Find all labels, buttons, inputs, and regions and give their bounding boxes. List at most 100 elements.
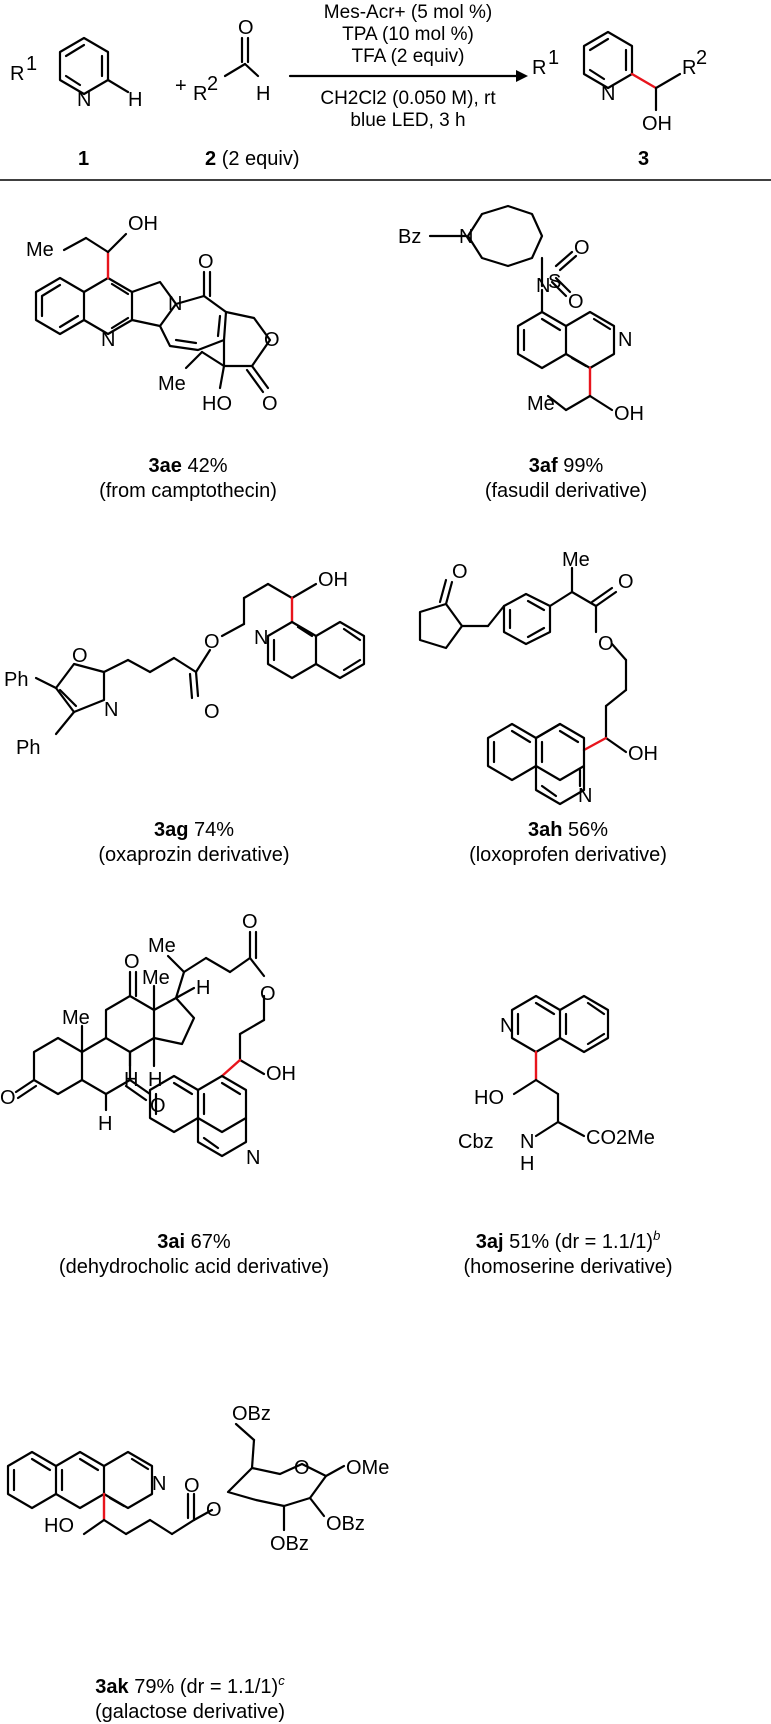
caption-3af-yield: 3af 99%: [529, 455, 604, 477]
svg-text:R: R: [532, 57, 546, 79]
svg-text:O: O: [204, 631, 220, 653]
svg-text:H: H: [98, 1113, 112, 1135]
structure-3ak: HO N O O O OBz OMe OBz OBz: [6, 1403, 389, 1555]
svg-text:O: O: [242, 911, 258, 933]
svg-text:N: N: [459, 226, 473, 248]
svg-text:OBz: OBz: [270, 1533, 309, 1555]
svg-text:N: N: [101, 329, 115, 351]
structure-3ae: Me OH N N O O O Me HO: [26, 213, 280, 415]
svg-text:R: R: [682, 57, 696, 79]
svg-text:H: H: [196, 977, 210, 999]
svg-text:N: N: [246, 1147, 260, 1169]
svg-text:N: N: [578, 785, 592, 807]
svg-text:Ph: Ph: [4, 669, 28, 691]
caption-3ah-source: (loxoprofen derivative): [469, 844, 667, 866]
svg-text:N: N: [104, 699, 118, 721]
sulfur-atom: S: [548, 271, 561, 293]
svg-text:1: 1: [26, 53, 37, 75]
condition-tpa: TPA (10 mol %): [342, 24, 474, 45]
svg-text:O: O: [598, 633, 614, 655]
svg-text:O: O: [452, 561, 468, 583]
caption-3ai-yield: 3ai 67%: [157, 1231, 231, 1253]
structure-3ah: O Me O O OH N: [418, 549, 658, 807]
svg-text:R: R: [193, 83, 207, 105]
svg-text:CO2Me: CO2Me: [586, 1127, 655, 1149]
caption-3ah-yield: 3ah 56%: [528, 819, 608, 841]
svg-text:O: O: [568, 291, 584, 313]
svg-text:O: O: [574, 237, 590, 259]
svg-text:N: N: [168, 293, 182, 315]
svg-text:Me: Me: [527, 393, 555, 415]
structure-3ai: O O O O O Me Me Me H H H H OH N: [0, 911, 296, 1169]
svg-text:O: O: [124, 951, 140, 973]
svg-text:O: O: [264, 329, 280, 351]
reactant-2-aldehyde: O R 2 H: [193, 17, 270, 105]
caption-3ae-source: (from camptothecin): [99, 480, 277, 502]
svg-text:N: N: [601, 83, 615, 105]
svg-text:H: H: [124, 1069, 138, 1091]
svg-text:O: O: [206, 1499, 222, 1521]
svg-text:Me: Me: [562, 549, 590, 571]
svg-text:O: O: [238, 17, 254, 39]
svg-text:Me: Me: [62, 1007, 90, 1029]
svg-text:HO: HO: [474, 1087, 504, 1109]
svg-text:N: N: [77, 89, 91, 111]
svg-text:N: N: [152, 1473, 166, 1495]
svg-text:O: O: [204, 701, 220, 723]
svg-text:OH: OH: [266, 1063, 296, 1085]
svg-text:H: H: [520, 1153, 534, 1175]
svg-text:N: N: [254, 627, 268, 649]
reactant-1-number: 1: [78, 148, 89, 170]
svg-text:N: N: [536, 275, 550, 297]
svg-text:Me: Me: [148, 935, 176, 957]
svg-text:Ph: Ph: [16, 737, 40, 759]
caption-3ak-yield: 3ak 79% (dr = 1.1/1)c: [95, 1673, 285, 1698]
svg-text:Cbz: Cbz: [458, 1131, 494, 1153]
plus-sign: +: [175, 75, 187, 97]
svg-text:OBz: OBz: [232, 1403, 271, 1425]
reactant-1-pyridine: R 1 N H: [10, 36, 142, 111]
svg-text:R: R: [10, 63, 24, 85]
svg-text:O: O: [184, 1475, 200, 1497]
product-number: 3: [638, 148, 649, 170]
condition-tfa: TFA (2 equiv): [352, 46, 465, 67]
product-general: R 1 N R 2 OH: [532, 30, 707, 135]
condition-light: blue LED, 3 h: [350, 110, 465, 131]
caption-3ai-source: (dehydrocholic acid derivative): [59, 1256, 329, 1278]
svg-text:OH: OH: [628, 743, 658, 765]
svg-text:N: N: [500, 1015, 514, 1037]
svg-text:Me: Me: [26, 239, 54, 261]
svg-text:N: N: [618, 329, 632, 351]
svg-text:Me: Me: [158, 373, 186, 395]
svg-text:1: 1: [548, 47, 559, 69]
svg-text:OBz: OBz: [326, 1513, 365, 1535]
caption-3aj-yield: 3aj 51% (dr = 1.1/1)b: [476, 1228, 661, 1253]
reaction-arrow: [288, 70, 528, 82]
svg-text:N: N: [520, 1131, 534, 1153]
condition-catalyst: Mes-Acr+ (5 mol %): [324, 2, 492, 23]
svg-text:O: O: [150, 1095, 166, 1117]
caption-3ag-source: (oxaprozin derivative): [98, 844, 289, 866]
svg-text:Me: Me: [142, 967, 170, 989]
structure-3aj: HO N Cbz N H CO2Me: [458, 994, 655, 1175]
condition-solvent: CH2Cl2 (0.050 M), rt: [320, 88, 496, 109]
caption-3ae-yield: 3ae 42%: [149, 455, 228, 477]
structure-3af: Bz N N . . S O O N Me OH: [398, 204, 644, 425]
svg-text:2: 2: [696, 47, 707, 69]
svg-text:HO: HO: [44, 1515, 74, 1537]
svg-text:2: 2: [207, 73, 218, 95]
svg-text:OH: OH: [318, 569, 348, 591]
svg-text:O: O: [198, 251, 214, 273]
svg-text:OMe: OMe: [346, 1457, 389, 1479]
svg-text:OH: OH: [128, 213, 158, 235]
svg-text:HO: HO: [202, 393, 232, 415]
svg-text:OH: OH: [614, 403, 644, 425]
svg-text:O: O: [294, 1457, 310, 1479]
reactant-2-label: 2 (2 equiv): [205, 148, 300, 170]
caption-3af-source: (fasudil derivative): [485, 480, 647, 502]
caption-3ak-source: (galactose derivative): [95, 1701, 285, 1723]
svg-text:O: O: [618, 571, 634, 593]
svg-text:H: H: [256, 83, 270, 105]
caption-3ag-yield: 3ag 74%: [154, 819, 234, 841]
